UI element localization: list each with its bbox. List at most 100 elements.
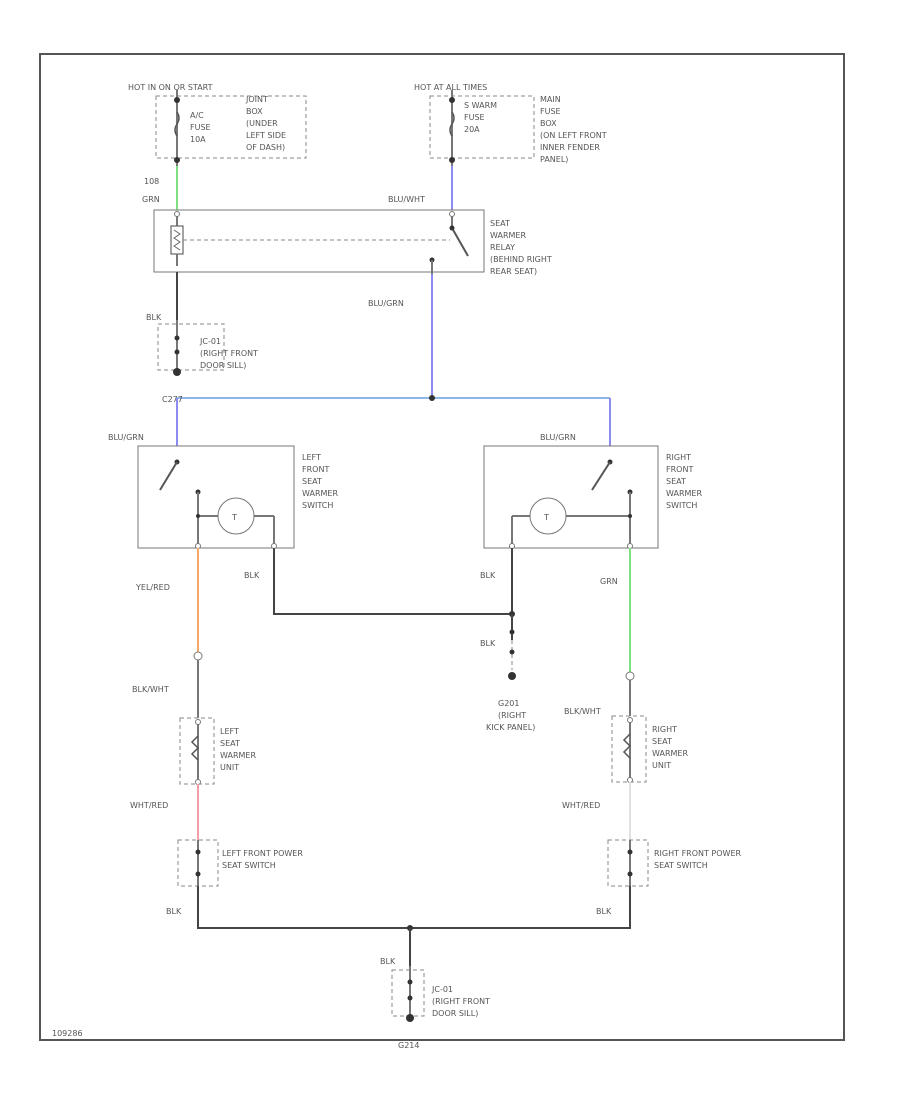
right-fuse-name: S WARM (464, 101, 497, 110)
left-unit-name-2: WARMER (220, 751, 256, 760)
ground-bottom-name-1: (RIGHT FRONT (432, 997, 490, 1006)
left-seat-warmer-switch: T LEFT FRONT SEAT WARMER SWITCH (137, 445, 338, 549)
left-fuse-word: FUSE (190, 123, 211, 132)
left-switch-gnd-wire: BLK (244, 571, 260, 580)
right-fuse-loc-3: (ON LEFT FRONT (540, 131, 607, 140)
relay-name-2: RELAY (490, 243, 515, 252)
left-unit-in-wire: BLK/WHT (132, 685, 169, 694)
ground-bottom-icon (406, 1014, 414, 1022)
right-unit-heater-icon (622, 733, 632, 759)
left-lamp-label: T (231, 513, 237, 522)
ground-bottom: BLK JC-01 (RIGHT FRONT DOOR SILL) (380, 957, 490, 1022)
left-fuse-node (174, 97, 180, 103)
left-fuse-box (155, 95, 307, 159)
right-unit-box (611, 715, 647, 783)
right-switch-icon (591, 461, 611, 491)
middle-ground-name-1: (RIGHT (498, 711, 526, 720)
seat-warmer-relay: SEAT WARMER RELAY (BEHIND RIGHT REAR SEA… (153, 209, 552, 276)
left-fuse-loc-1: BOX (246, 107, 263, 116)
left-fuse-source: HOT IN ON OR START A/C FUSE 10A JOINT BO… (128, 83, 307, 166)
right-unit-name-3: UNIT (652, 761, 671, 770)
diagram-border (39, 53, 845, 1041)
ground-bottom-name-2: DOOR SILL) (432, 1009, 478, 1018)
left-unit-out-wire: WHT/RED (130, 801, 168, 810)
right-switch-name-2: SEAT (666, 477, 686, 486)
right-fuse-loc-4: INNER FENDER (540, 143, 600, 152)
right-fuse-loc-2: BOX (540, 119, 557, 128)
right-fuse-loc-0: MAIN (540, 95, 561, 104)
right-seat-warmer-switch: T RIGHT FRONT SEAT WARMER SWITCH (483, 445, 702, 549)
relay-switch-icon (451, 227, 469, 257)
left-power-switch-out-wire: BLK (166, 907, 182, 916)
left-fuse-amp: 10A (190, 135, 206, 144)
ground-top-wire: BLK (146, 313, 162, 322)
footer-left-code: 109286 (52, 1029, 83, 1038)
right-unit-in-wire: BLK/WHT (564, 707, 601, 716)
relay-name-3: (BEHIND RIGHT (490, 255, 552, 264)
right-unit-name-2: WARMER (652, 749, 688, 758)
left-switch-name-0: LEFT (302, 453, 321, 462)
left-switch-name-2: SEAT (302, 477, 322, 486)
right-fuse-box (429, 95, 535, 159)
left-fuse-loc-0: JOINT (245, 95, 268, 104)
left-power-switch-name-0: LEFT FRONT POWER (222, 849, 303, 858)
relay-name-4: REAR SEAT) (490, 267, 537, 276)
right-power-switch-name-0: RIGHT FRONT POWER (654, 849, 742, 858)
ground-bottom-wire: BLK (380, 957, 396, 966)
right-fuse-icon (449, 111, 455, 137)
splice-node (429, 395, 435, 401)
right-power-switch-name-1: SEAT SWITCH (654, 861, 708, 870)
right-switch-name-1: FRONT (666, 465, 693, 474)
ground-top-name-1: (RIGHT FRONT (200, 349, 258, 358)
right-unit-out-wire: WHT/RED (562, 801, 600, 810)
relay-pin-right-wire: BLU/WHT (388, 195, 425, 204)
right-fuse-loc-1: FUSE (540, 107, 561, 116)
left-seat-warmer-unit: LEFT SEAT WARMER UNIT (179, 717, 256, 785)
left-switch-out-wire: YEL/RED (135, 583, 170, 592)
ground-bottom-name-0: JC-01 (431, 985, 453, 994)
right-switch-box (483, 445, 659, 549)
ground-bottom-box (391, 969, 425, 1017)
right-switch-gnd-wire: BLK (480, 571, 496, 580)
left-hot-label: HOT IN ON OR START (128, 83, 213, 92)
right-power-seat-switch: RIGHT FRONT POWER SEAT SWITCH (607, 839, 742, 887)
right-lamp-label: T (543, 513, 549, 522)
right-unit-name-1: SEAT (652, 737, 672, 746)
relay-box (153, 209, 485, 273)
splice-label: C277 (162, 395, 183, 404)
relay-out-wire: BLU/GRN (368, 299, 404, 308)
right-unit-name-0: RIGHT (652, 725, 677, 734)
right-switch-name-3: WARMER (666, 489, 702, 498)
right-fuse-amp: 20A (464, 125, 480, 134)
right-hot-label: HOT AT ALL TIMES (414, 83, 487, 92)
left-switch-name-3: WARMER (302, 489, 338, 498)
ground-top-name-2: DOOR SILL) (200, 361, 246, 370)
right-fuse-loc-5: PANEL) (540, 155, 568, 164)
ground-top: BLK JC-01 (RIGHT FRONT DOOR SILL) (146, 272, 258, 376)
relay-pin-left-num: 108 (144, 177, 159, 186)
right-power-switch-box (607, 839, 649, 887)
left-fuse-loc-2: (UNDER (246, 119, 278, 128)
left-switch-name-4: SWITCH (302, 501, 333, 510)
relay-name-1: WARMER (490, 231, 526, 240)
middle-ground-name-2: KICK PANEL) (486, 723, 535, 732)
left-switch-box (137, 445, 295, 549)
left-switch-in-wire: BLU/GRN (108, 433, 144, 442)
right-fuse-source: HOT AT ALL TIMES S WARM FUSE 20A MAIN FU… (414, 83, 607, 166)
left-unit-box (179, 717, 215, 785)
right-seat-warmer-unit: RIGHT SEAT WARMER UNIT (611, 715, 688, 783)
relay-name-0: SEAT (490, 219, 510, 228)
left-power-seat-switch: LEFT FRONT POWER SEAT SWITCH (177, 839, 303, 887)
middle-ground-wire: BLK (480, 639, 496, 648)
left-unit-name-0: LEFT (220, 727, 239, 736)
left-switch-icon (159, 461, 178, 491)
wire-bottom-bus (197, 886, 631, 929)
left-switch-name-1: FRONT (302, 465, 329, 474)
right-power-switch-out-wire: BLK (596, 907, 612, 916)
ground-top-icon (173, 368, 181, 376)
left-unit-name-3: UNIT (220, 763, 239, 772)
right-switch-name-4: SWITCH (666, 501, 697, 510)
left-unit-name-1: SEAT (220, 739, 240, 748)
right-switch-name-0: RIGHT (666, 453, 691, 462)
